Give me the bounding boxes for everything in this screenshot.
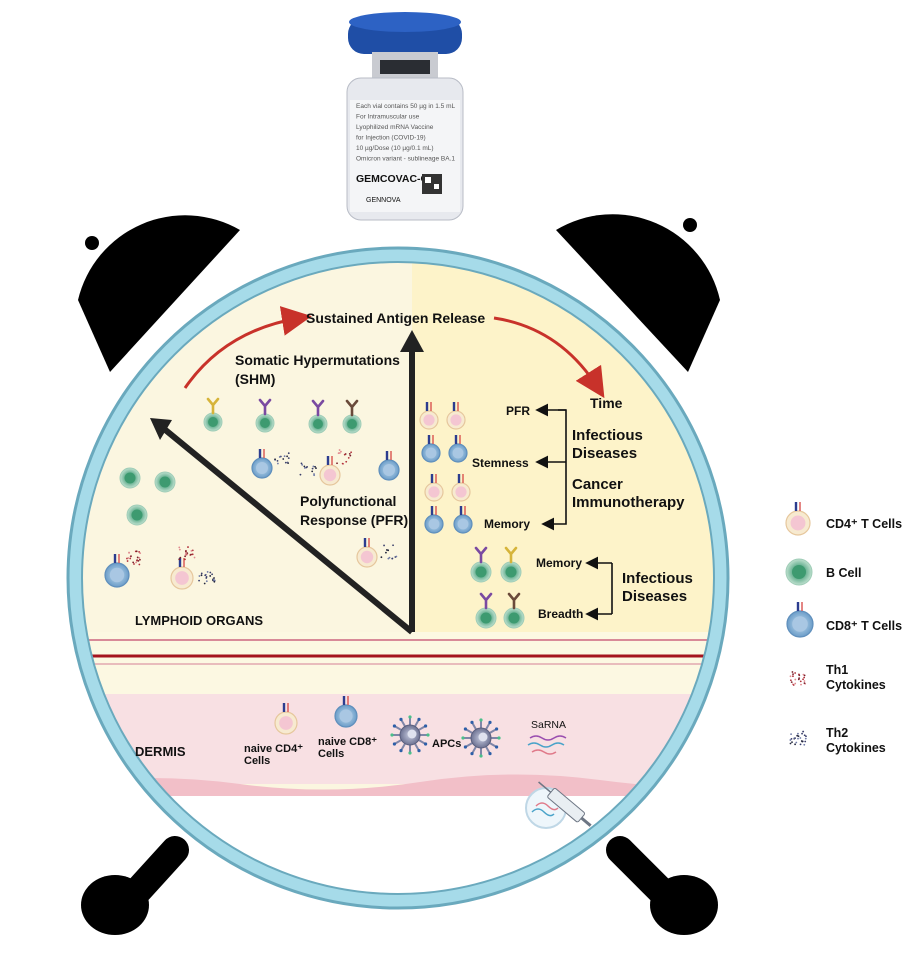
naive-cd8-line1: naive CD8⁺ [318, 736, 377, 748]
cancer-label-line2: Immunotherapy [572, 494, 685, 511]
b-cell [500, 546, 522, 583]
shm-label-line2: (SHM) [235, 371, 275, 387]
vial-label-line: For Intramuscular use [356, 114, 420, 121]
th2-cytokines [198, 571, 216, 585]
naive-cd4-line1: naive CD4⁺ [244, 743, 303, 755]
legend-th2-line1: Th2 [826, 726, 848, 740]
th2-cytokines [299, 462, 317, 477]
infectious-label-line2: Diseases [572, 445, 637, 462]
legend: CD4⁺ T Cells B Cell CD8⁺ T Cells Th1 Cyt… [785, 502, 902, 755]
vial-maker: GENNOVA [366, 197, 401, 204]
cd4-t-cell [319, 456, 341, 486]
cell-layer [104, 397, 807, 758]
naive-cd4-line2: Cells [244, 755, 270, 767]
b-cell [308, 399, 328, 434]
b-cell [119, 467, 141, 489]
vial-label-line: for Injection (COVID-19) [356, 135, 426, 142]
cd8-t-cell [421, 435, 441, 463]
lymphoid-organs-label: LYMPHOID ORGANS [135, 613, 263, 628]
th1-cytokines [126, 550, 142, 566]
infectious-label-line1: Infectious [572, 427, 643, 444]
shm-label-line1: Somatic Hypermutations [235, 352, 400, 368]
right-bottom-bracket [585, 556, 613, 621]
right-top-bracket [535, 403, 567, 531]
dermis-label: DERMIS [135, 744, 186, 759]
th2-cytokines [274, 452, 290, 465]
b-cell [785, 558, 813, 586]
legend-cd4: CD4⁺ T Cells [826, 517, 902, 531]
naive-cd8-line2: Cells [318, 748, 344, 760]
clock-legs [81, 836, 718, 935]
th1-cytokines [178, 546, 196, 561]
legend-th2-line2: Cytokines [826, 741, 886, 755]
apcs-label: APCs [432, 738, 461, 750]
outcome-pfr: PFR [506, 404, 530, 418]
vial-label-line: Each vial contains 50 µg in 1.5 mL [356, 103, 456, 110]
cd4-t-cell [424, 474, 444, 502]
cd8-t-cell [251, 449, 273, 479]
cd4-t-cell [419, 402, 439, 430]
vial-label-line: Omicron variant - sublineage BA.1 [356, 156, 455, 163]
sarna-strands [527, 735, 567, 755]
th2-cytokines [380, 544, 398, 560]
pfr-label-line2: Response (PFR) [300, 512, 408, 528]
b-cell [503, 592, 525, 629]
b-cell [342, 399, 362, 434]
outcome-memory: Memory [484, 517, 530, 531]
infectious-b-line2: Diseases [622, 588, 687, 605]
clock-hands [150, 330, 424, 635]
apc-cell [461, 718, 501, 758]
syringe-icon [525, 781, 592, 829]
b-cell [470, 546, 492, 583]
vial-brand: GEMCOVAC-OM [356, 173, 438, 185]
time-label: Time [590, 395, 623, 411]
cd8-t-cell [334, 696, 358, 728]
cd8-t-cell [104, 554, 130, 588]
th2-cytokines [789, 730, 807, 746]
cancer-label-line1: Cancer [572, 476, 623, 493]
th1-cytokines [336, 449, 353, 465]
right-bell [556, 214, 720, 372]
legend-bcell: B Cell [826, 566, 861, 580]
vaccine-vial: Each vial contains 50 µg in 1.5 mL For In… [346, 12, 464, 221]
vial-label-line: 10 µg/Dose (10 µg/0.1 mL) [356, 145, 434, 152]
cd8-t-cell [378, 451, 400, 481]
cd4-t-cell [451, 474, 471, 502]
sustained-release-arc [183, 306, 605, 399]
cd8-t-cell [448, 435, 468, 463]
infectious-b-line1: Infectious [622, 570, 693, 587]
cd4-t-cell [356, 538, 378, 568]
cd4-t-cell [446, 402, 466, 430]
b-cell [203, 397, 223, 432]
b-cell [475, 592, 497, 629]
b-cell [255, 398, 275, 433]
left-bell [78, 215, 240, 372]
legend-th1-line1: Th1 [826, 663, 848, 677]
cd8-t-cell [453, 506, 473, 534]
sarna-label: SaRNA [531, 719, 566, 731]
vial-label-line: Lyophilized mRNA Vaccine [356, 124, 434, 131]
cd8-t-cell [424, 506, 444, 534]
outcome-stemness: Stemness [472, 456, 529, 470]
legend-cd8: CD8⁺ T Cells [826, 619, 902, 633]
legend-th1-line2: Cytokines [826, 678, 886, 692]
cd4-t-cell [274, 703, 298, 735]
cd8-t-cell [786, 602, 814, 638]
sustained-release-label: Sustained Antigen Release [306, 310, 485, 326]
th1-cytokines [789, 671, 807, 686]
pfr-label-line1: Polyfunctional [300, 493, 396, 509]
apc-cell [390, 715, 430, 755]
outcome-breadth: Breadth [538, 607, 583, 621]
cd4-t-cell [785, 502, 811, 536]
b-cell [126, 504, 148, 526]
b-cell [154, 471, 176, 493]
outcome-memory-b: Memory [536, 556, 582, 570]
